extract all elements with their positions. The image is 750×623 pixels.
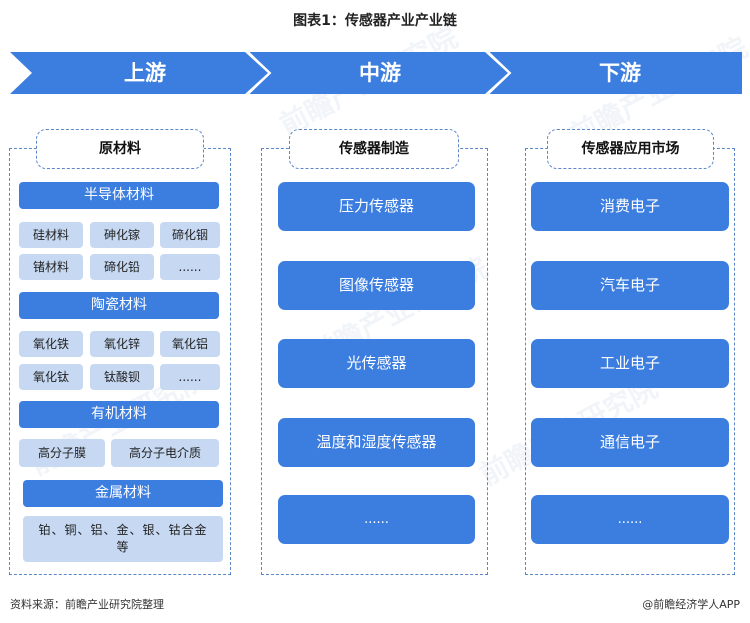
upstream-column xyxy=(9,148,231,575)
material-chip: 硅材料 xyxy=(19,222,83,248)
category-semiconductor: 半导体材料 xyxy=(19,182,219,209)
downstream-header: 传感器应用市场 xyxy=(547,129,714,169)
material-chip: 氧化钛 xyxy=(19,364,83,390)
material-chip: 钛酸钡 xyxy=(90,364,154,390)
chart-title: 图表1：传感器产业产业链 xyxy=(293,13,457,29)
stage-label-downstream: 下游 xyxy=(599,61,641,85)
material-chip: 高分子膜 xyxy=(19,439,105,467)
category-ceramic: 陶瓷材料 xyxy=(19,292,219,319)
sensor-type-box: 图像传感器 xyxy=(278,261,475,310)
application-box: ...... xyxy=(531,495,729,544)
application-box: 通信电子 xyxy=(531,418,729,467)
sensor-type-box: ...... xyxy=(278,495,475,544)
stage-label-upstream: 上游 xyxy=(124,61,166,85)
material-chip: 碲化铟 xyxy=(160,222,220,248)
category-metal: 金属材料 xyxy=(23,480,223,507)
category-organic: 有机材料 xyxy=(19,401,219,428)
upstream-header: 原材料 xyxy=(36,129,204,169)
stage-arrow-midstream xyxy=(248,52,508,94)
sensor-type-box: 光传感器 xyxy=(278,339,475,388)
material-chip: 氧化铁 xyxy=(19,331,83,357)
material-chip: 氧化铝 xyxy=(160,331,220,357)
stage-banner xyxy=(10,51,742,95)
material-chip: 氧化锌 xyxy=(90,331,154,357)
material-chip: ...... xyxy=(160,364,220,390)
application-box: 消费电子 xyxy=(531,182,729,231)
sensor-type-box: 温度和湿度传感器 xyxy=(278,418,475,467)
stage-arrow-upstream xyxy=(10,52,268,94)
stage-arrow-downstream xyxy=(488,52,742,94)
source-note: 资料来源：前瞻产业研究院整理 xyxy=(10,598,164,611)
material-chip: 高分子电介质 xyxy=(111,439,219,467)
midstream-header: 传感器制造 xyxy=(289,129,459,169)
material-chip: 砷化镓 xyxy=(90,222,154,248)
application-box: 汽车电子 xyxy=(531,261,729,310)
material-chip: 铂、铜、铝、金、银、钴合金等 xyxy=(23,516,223,562)
material-chip: 锗材料 xyxy=(19,254,83,280)
material-chip: ...... xyxy=(160,254,220,280)
sensor-type-box: 压力传感器 xyxy=(278,182,475,231)
material-chip: 碲化铅 xyxy=(90,254,154,280)
brand-credit: @前瞻经济学人APP xyxy=(642,598,740,611)
application-box: 工业电子 xyxy=(531,339,729,388)
stage-label-midstream: 中游 xyxy=(359,61,401,85)
